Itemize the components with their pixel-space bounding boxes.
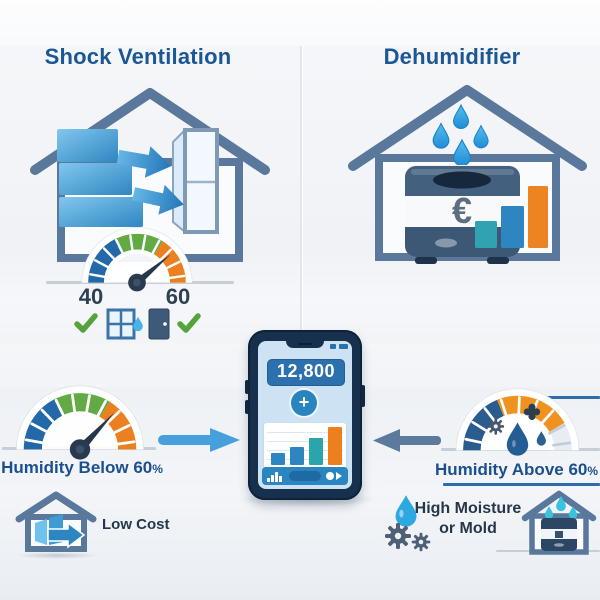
phone-side-button [245, 400, 249, 414]
phone-chart-bar [270, 453, 285, 465]
percent-sign: % [587, 464, 599, 478]
water-drop-icon [453, 138, 471, 167]
smartphone: 12,800 + [245, 330, 365, 500]
cost-chart-bar [528, 186, 548, 248]
nav-pill[interactable] [289, 471, 321, 481]
humidity-gauge-ventilation [81, 227, 193, 292]
play-icon[interactable] [336, 472, 342, 480]
phone-bottom-bar [262, 467, 348, 485]
water-drop-icon [432, 122, 450, 149]
gear-icon [411, 532, 431, 552]
gear-icon [487, 418, 505, 435]
gauge-max-label: 60 [165, 284, 191, 309]
humidity-above-label: Humidity Above 60% [434, 460, 599, 479]
water-drop-icon [568, 505, 578, 519]
moisture-drop-icon [395, 495, 417, 527]
phone-screen: 12,800 + [258, 341, 352, 489]
ventilation-house-icon [30, 88, 270, 262]
mini-dehumidifier-icon [541, 518, 577, 551]
arrow-left-icon [373, 429, 441, 452]
phone-chart-bar [327, 427, 342, 465]
phone-side-button [361, 385, 365, 407]
water-drop-icon [506, 422, 529, 456]
plus-button[interactable]: + [291, 390, 317, 416]
humidity-gauge-below [16, 385, 144, 460]
water-drop-icon [473, 124, 489, 149]
water-drop-icon [536, 431, 546, 446]
humidity-below-label: Humidity Below 60% [1, 458, 163, 477]
background-band-top [0, 0, 600, 46]
vertical-divider [300, 46, 302, 340]
device-button [435, 238, 457, 248]
water-drop-icon [544, 505, 554, 519]
percent-sign: % [152, 462, 163, 476]
phone-chart-card [264, 423, 346, 469]
phone-chart-bar [308, 438, 323, 465]
humidity-gauge-above [455, 388, 580, 456]
mold-spore-icon [523, 403, 541, 421]
check-icon [177, 313, 201, 333]
phone-chart-bar [289, 447, 304, 465]
humidity-reading: 12,800 [267, 359, 345, 386]
air-panel [59, 197, 143, 227]
dehumidifier-device: € [405, 165, 520, 264]
droplet-icon [133, 316, 143, 332]
phone-notch [286, 341, 324, 348]
airflow-arrow-icon [47, 521, 86, 549]
dehumidifier-title: Dehumidifier [383, 44, 521, 69]
air-panel [59, 163, 132, 195]
battery-icon [339, 344, 348, 349]
gear-icon [385, 523, 411, 549]
phone-side-button [245, 380, 249, 394]
check-icon [74, 313, 98, 333]
house-roof [348, 85, 587, 171]
door-icon [148, 308, 170, 340]
gauge-min-label: 40 [78, 284, 104, 309]
accent-line-bottom-right [443, 483, 600, 486]
window-icon [106, 308, 136, 340]
signal-icon [330, 344, 336, 349]
water-drop-icon [452, 103, 470, 129]
shock-ventilation-title: Shock Ventilation [44, 44, 232, 69]
low-cost-house-icon [15, 491, 97, 552]
high-moisture-label: High Moisture or Mold [414, 500, 522, 537]
mold-house-icon [521, 490, 597, 555]
low-cost-label: Low Cost [102, 516, 170, 533]
cost-chart-bar [501, 206, 524, 248]
toggle-icon[interactable] [326, 472, 334, 480]
cost-chart-bars [475, 186, 548, 248]
arrow-right-icon [158, 428, 240, 452]
airflow-arrow-icon [132, 184, 184, 215]
mini-chart-icon [267, 472, 282, 482]
cost-chart-bar [475, 221, 497, 248]
dehumidifier-house-icon: € [348, 85, 587, 264]
phone-chart-bars [270, 427, 342, 465]
air-panel [57, 129, 118, 162]
airflow-arrow-icon [116, 146, 172, 178]
water-drop-icon [556, 495, 566, 512]
currency-symbol: € [452, 190, 472, 231]
intake-slot [433, 171, 491, 189]
house-shadow [16, 552, 98, 559]
